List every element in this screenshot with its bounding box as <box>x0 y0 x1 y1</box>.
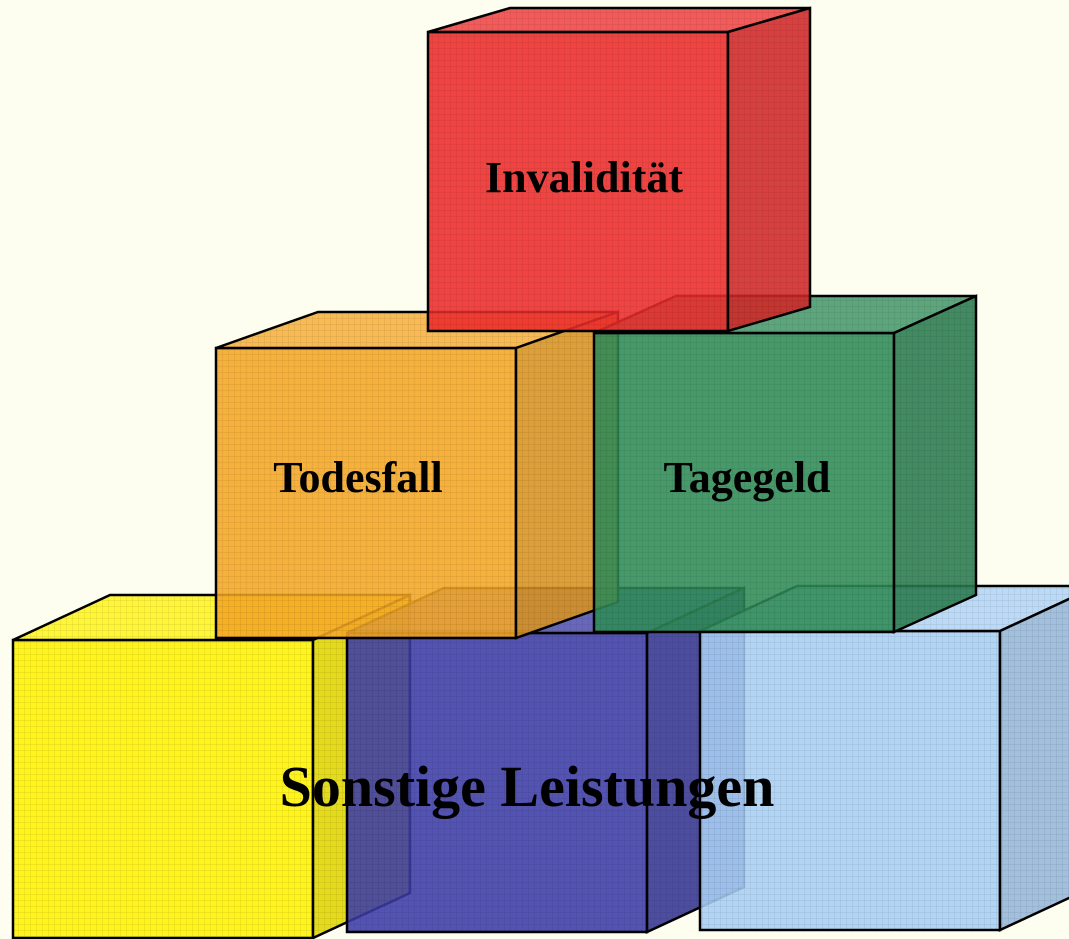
label-invaliditaet: Invalidität <box>485 153 683 202</box>
cube-green <box>592 294 978 634</box>
caption-sonstige-leistungen: Sonstige Leistungen <box>280 754 775 819</box>
label-tagegeld: Tagegeld <box>663 453 830 502</box>
cube-orange <box>214 310 620 640</box>
label-todesfall: Todesfall <box>273 453 443 502</box>
cube-red <box>426 6 812 333</box>
